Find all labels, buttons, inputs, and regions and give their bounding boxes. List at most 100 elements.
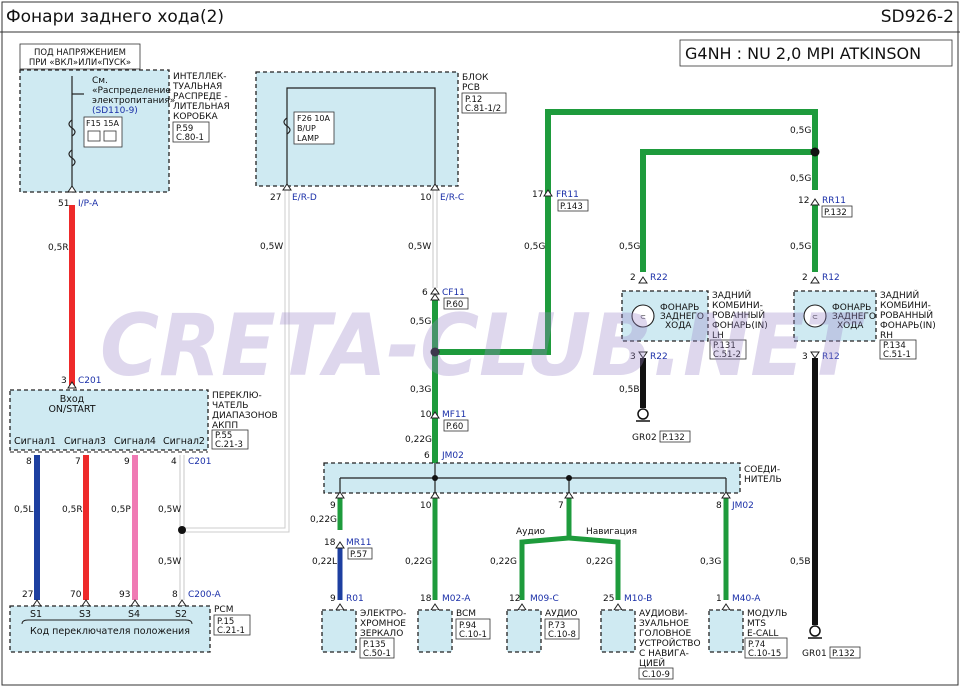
fuse-f15-label: F15 15A xyxy=(86,119,120,128)
diagram-code: SD926-2 xyxy=(881,7,954,27)
icm-name-2: ТУАЛЬНАЯ xyxy=(172,82,222,92)
connector-jm02-8-icon xyxy=(721,491,731,499)
lh-name-5: LH xyxy=(712,331,724,341)
switch-conn-in: C201 xyxy=(78,376,101,386)
audio-conn: M09-C xyxy=(530,594,559,604)
relay-icon xyxy=(87,130,101,142)
switch-sig2: Сигнал2 xyxy=(163,436,205,447)
switch-pin-s2: 4 xyxy=(171,457,177,467)
pcm-name: PCM xyxy=(214,605,233,615)
icm-name-5: КОРОБКА xyxy=(173,112,219,122)
ground-gr01-icon xyxy=(809,625,821,637)
nav-conn: M10-B xyxy=(624,594,652,604)
mf11-ref-box xyxy=(443,419,469,432)
mr11-pin: 18 xyxy=(324,538,336,548)
lh-name-1: ЗАДНИЙ xyxy=(712,289,751,301)
icm-ref-1: P.59 xyxy=(176,124,193,134)
mirror-ref-box xyxy=(359,637,395,659)
connector-r22-top-icon xyxy=(638,276,648,284)
icm-name-3: РАСПРЕДЕ - xyxy=(173,92,228,102)
mts-pin: 1 xyxy=(716,594,722,604)
fuse-f26-box xyxy=(293,111,335,145)
mts-ref-2: C.10-15 xyxy=(748,649,781,659)
joint-conn: JM02 xyxy=(731,501,754,511)
bcm-pin: 18 xyxy=(420,594,432,604)
switch-sig4: Сигнал4 xyxy=(114,436,156,447)
fr11-pin: 17 xyxy=(532,190,543,200)
wire-label-g-mr: 0,22G xyxy=(310,515,337,525)
wire-label-g-bcm: 0,22G xyxy=(405,557,432,567)
rh-ref-1: P.134 xyxy=(883,341,906,351)
wire-label-red-main: 0,5R xyxy=(48,243,69,253)
joint-nav: Навигация xyxy=(586,527,637,537)
nav-name-4: УСТРОЙСТВО xyxy=(639,637,701,649)
connector-fr11-icon xyxy=(543,189,553,197)
rh-pin-top: 2 xyxy=(802,273,808,283)
bcm-name: BCM xyxy=(456,609,476,619)
switch-ref-2: C.21-3 xyxy=(215,440,243,450)
bcm-conn: M02-A xyxy=(442,594,471,604)
wire-label-g-top: 0,5G xyxy=(790,126,811,136)
wire-label-l-mr: 0,22L xyxy=(312,557,337,567)
wire-label-g-rh1: 0,5G xyxy=(790,174,811,184)
nav-name-5: С НАВИГА- xyxy=(639,649,689,659)
nav-name-2: ЗУАЛЬНОЕ xyxy=(639,619,689,629)
wire-label-g-lh: 0,5G xyxy=(619,242,640,252)
pcb-box xyxy=(255,71,459,187)
engine-label: G4NH : NU 2,0 MPI ATKINSON xyxy=(685,44,921,63)
fuse-f26-label-2: B/UP xyxy=(297,124,316,133)
connector-m09c-icon xyxy=(517,603,527,611)
switch-pin-s3: 7 xyxy=(75,457,81,467)
audio-name: АУДИО xyxy=(545,609,578,619)
pcb-ref-1: P.12 xyxy=(465,95,482,105)
connector-r12-bot-icon xyxy=(810,351,820,359)
lh-pin-bot: 3 xyxy=(630,352,636,362)
icm-connector: I/P-A xyxy=(78,199,99,209)
pcm-s1: S1 xyxy=(30,609,42,620)
wire-label-l1: 0,5L xyxy=(14,505,33,515)
lh-label-3: ХОДА xyxy=(665,321,692,331)
rh-ref-box xyxy=(879,339,917,360)
wire-label-p4: 0,5P xyxy=(111,505,131,515)
cf11-label: CF11 xyxy=(442,288,465,298)
connector-pcm-s4-icon xyxy=(130,599,140,607)
lh-conn-top: R22 xyxy=(650,273,668,283)
nav-name-6: ЦИЕЙ xyxy=(639,657,665,669)
icm-see-ref: (SD110-9) xyxy=(92,106,138,116)
splice-dot-rh xyxy=(810,147,820,157)
connector-mr11-icon xyxy=(335,541,345,549)
pcb-ref-2: C.81-1/2 xyxy=(465,104,501,114)
switch-ref-box xyxy=(211,429,249,450)
lh-ref-box xyxy=(709,339,747,360)
bcm-ref-2: C.10-1 xyxy=(459,630,487,640)
supply-label-box xyxy=(19,43,141,70)
icm-see-3: электропитания» xyxy=(92,96,175,106)
nav-box xyxy=(600,609,636,653)
icm-see-1: См. xyxy=(92,76,108,86)
fuse-f26-icon xyxy=(283,117,291,135)
wire-green-lh xyxy=(640,149,815,272)
lh-conn-bot: R22 xyxy=(650,352,668,362)
switch-sig1: Сигнал1 xyxy=(14,436,56,447)
icm-see-2: «Распределение xyxy=(92,86,171,96)
mts-name-3: E-CALL xyxy=(747,629,778,639)
joint-name-1: СОЕДИ- xyxy=(744,465,780,475)
nav-pin: 25 xyxy=(603,594,614,604)
audio-ref-box xyxy=(544,618,580,640)
audio-ref-1: P.73 xyxy=(548,621,565,631)
lh-ref-2: C.51-2 xyxy=(713,350,741,360)
cf11-ref: P.60 xyxy=(446,300,463,310)
fuse-link-icon xyxy=(68,149,76,167)
icm-pin: 51 xyxy=(58,199,69,209)
wire-label-g-nav: 0,22G xyxy=(586,557,613,567)
wire-label-b-lh: 0,5B xyxy=(619,385,640,395)
joint-dot-center xyxy=(432,475,438,481)
rh-name-4: ФОНАРЬ(IN) xyxy=(880,321,936,331)
lamp-lh-bulb-icon xyxy=(631,304,655,328)
mts-name-2: MTS xyxy=(747,619,766,629)
pcm-ref-1: P.15 xyxy=(217,617,234,627)
joint-name-2: НИТЕЛЬ xyxy=(744,475,782,485)
mr11-ref-box xyxy=(347,547,373,560)
audio-box xyxy=(506,609,542,653)
